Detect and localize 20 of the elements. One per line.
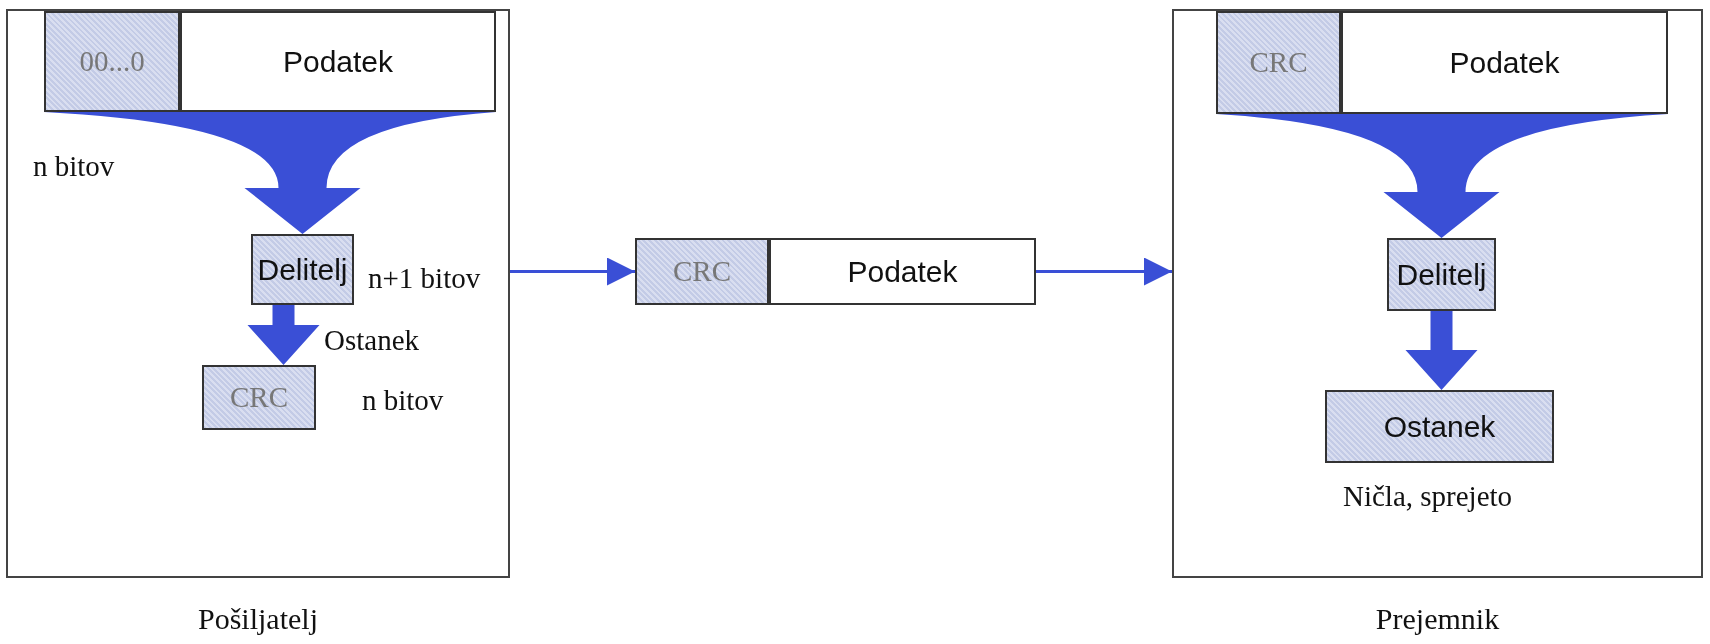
data-box: Podatek — [769, 238, 1036, 305]
field-box: CRC — [635, 238, 769, 305]
field-box: Delitelj — [1387, 238, 1496, 311]
field-box: CRC — [1216, 11, 1341, 114]
note-text: n bitov — [33, 152, 115, 181]
data-box: Podatek — [1341, 11, 1668, 114]
data-box: Podatek — [180, 11, 496, 112]
note-text: Ničla, sprejeto — [1343, 482, 1513, 511]
thick-arrow — [247, 305, 320, 365]
box-label: CRC — [230, 381, 288, 414]
panel-caption: Prejemnik — [1374, 602, 1501, 636]
box-label: Delitelj — [257, 252, 348, 287]
thick-arrow — [1405, 311, 1478, 390]
note-text: n bitov — [362, 386, 444, 415]
arrow — [1036, 257, 1172, 286]
box-label: Ostanek — [1383, 409, 1496, 444]
note-text: n+1 bitov — [368, 264, 481, 293]
panel-caption: Pošiljatelj — [197, 602, 319, 636]
arrow — [510, 257, 635, 286]
field-box: 00...0 — [44, 11, 180, 112]
